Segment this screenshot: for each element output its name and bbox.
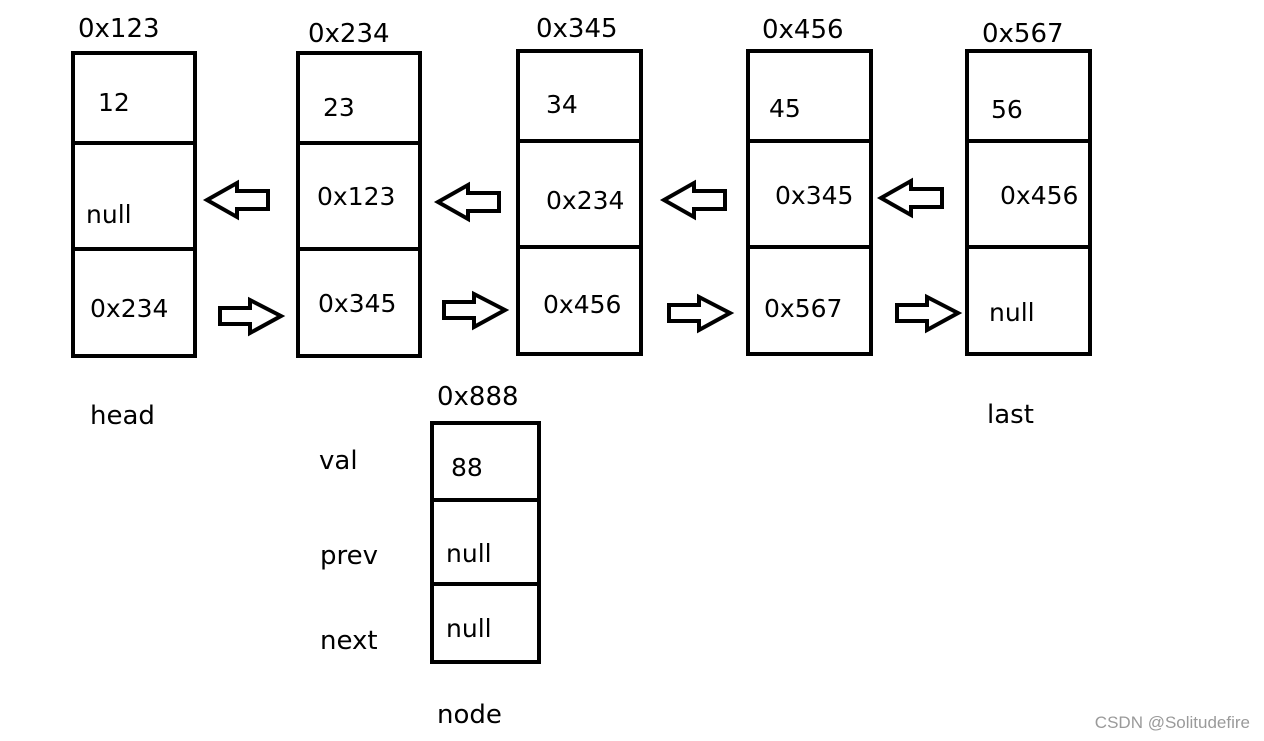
node-4-prev: 0x456 [1000,181,1079,210]
prev-arrow-3-icon [659,179,727,221]
prev-arrow-4-icon [876,177,944,219]
node-3-address: 0x456 [762,15,844,45]
node-1-address: 0x234 [308,19,390,49]
node-1-prev: 0x123 [317,182,396,211]
new-node-divider-1 [430,498,541,502]
node-4-divider-1 [965,139,1092,143]
node-2-next: 0x456 [543,290,622,319]
prev-arrow-2-icon [433,181,501,223]
new-node-address: 0x888 [437,382,519,412]
node-2-box [516,49,643,356]
next-arrow-3-icon [667,293,735,334]
node-0-val: 12 [98,88,130,117]
new-node-val: 88 [451,453,483,482]
node-1-val: 23 [323,93,355,122]
node-1-box [296,51,422,358]
node-0-divider-1 [71,141,197,145]
node-1-next: 0x345 [318,289,397,318]
node-2-val: 34 [546,90,578,119]
next-arrow-1-icon [218,296,286,337]
next-arrow-4-icon [895,293,963,334]
last-label: last [987,400,1034,430]
node-3-next: 0x567 [764,294,843,323]
prev-arrow-1-icon [202,179,270,221]
node-4-divider-2 [965,245,1092,249]
field-label-prev: prev [320,541,379,571]
node-2-prev: 0x234 [546,186,625,215]
node-0-prev: null [86,200,132,229]
next-arrow-2-icon [442,290,510,331]
node-0-box [71,51,197,358]
new-node-prev: null [446,539,492,568]
node-2-divider-1 [516,139,643,143]
node-4-next: null [989,298,1035,327]
node-2-address: 0x345 [536,14,618,44]
node-3-val: 45 [769,94,801,123]
node-0-next: 0x234 [90,294,169,323]
node-3-divider-2 [746,245,873,249]
new-node-box [430,421,541,664]
node-2-divider-2 [516,245,643,249]
new-node-next: null [446,614,492,643]
node-3-divider-1 [746,139,873,143]
field-label-next: next [320,626,378,656]
node-0-divider-2 [71,247,197,251]
field-label-val: val [319,446,358,476]
node-0-address: 0x123 [78,14,160,44]
head-label: head [90,401,155,431]
node-3-prev: 0x345 [775,181,854,210]
node-1-divider-1 [296,141,422,145]
new-node-caption: node [437,700,502,730]
watermark: CSDN @Solitudefire [1094,713,1250,732]
node-3-box [746,49,873,356]
node-4-box [965,49,1092,356]
node-4-address: 0x567 [982,19,1064,49]
new-node-divider-2 [430,582,541,586]
node-1-divider-2 [296,247,422,251]
node-4-val: 56 [991,95,1023,124]
